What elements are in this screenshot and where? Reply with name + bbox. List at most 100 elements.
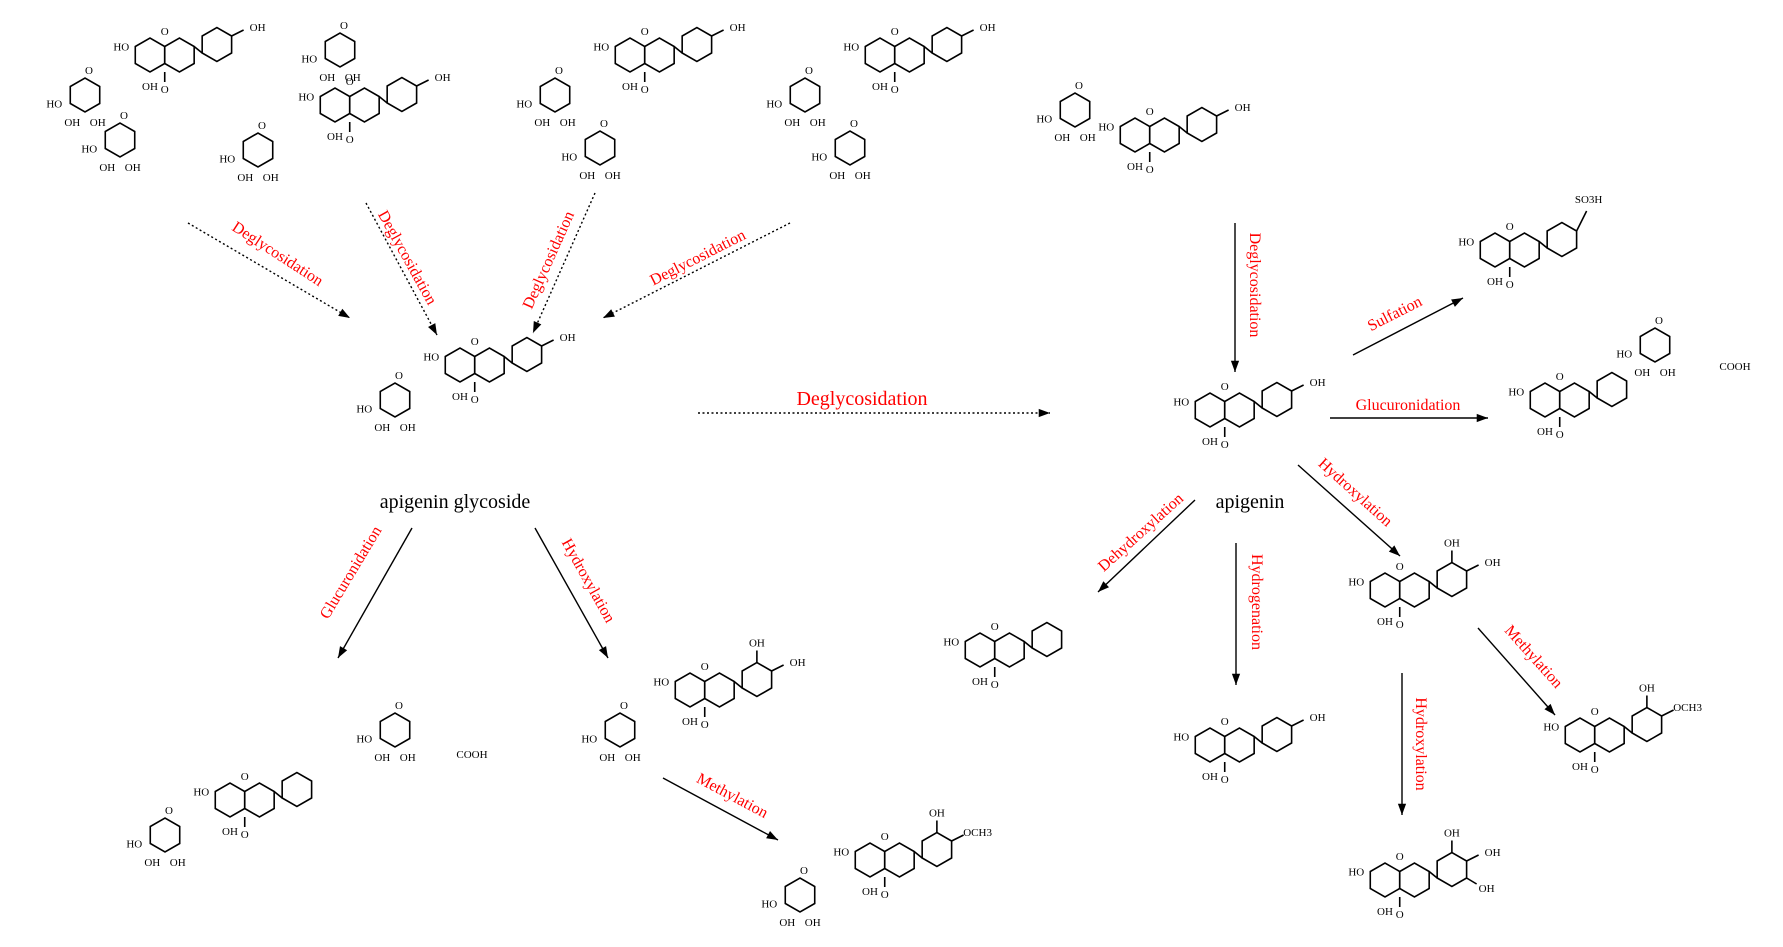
label-deglycosidation-main: Deglycosidation [796, 388, 927, 410]
ring-a [1194, 727, 1226, 763]
hydroxyl-label: OH [560, 332, 576, 344]
ketone-oxygen-label: O [1556, 429, 1564, 441]
ring-a [1564, 717, 1596, 753]
arrowhead [338, 308, 350, 318]
sugar-hydroxyl-label: HO [81, 144, 97, 156]
bond [1291, 384, 1304, 392]
sugar-hydroxyl-label: OH [625, 752, 641, 764]
hydroxyl-label: OH [452, 391, 468, 403]
ring-a [214, 782, 246, 818]
ring-oxygen-label: O [346, 76, 354, 88]
b-ring-bond [1428, 870, 1438, 879]
ring-oxygen-label: O [1591, 706, 1599, 718]
ring-oxygen-label: O [641, 26, 649, 38]
ring-a [854, 842, 886, 878]
sugar-ring [149, 817, 181, 853]
ketone-oxygen-label: O [1396, 619, 1404, 631]
ring-b [1436, 561, 1468, 598]
label-hydroxylation-right: Hydroxylation [1315, 455, 1396, 530]
ring-b [281, 771, 313, 808]
hydroxyl-label: OH [862, 886, 878, 898]
ring-b [1436, 851, 1468, 888]
sugar-oxygen-label: O [1655, 315, 1663, 327]
sugar-ring [1059, 92, 1091, 128]
sugar-hydroxyl-label: HO [581, 734, 597, 746]
hydroxyl-label: HO [593, 42, 609, 54]
sugar-hydroxyl-label: OH [779, 917, 795, 929]
b-ring-bond [1588, 390, 1598, 399]
sugar-hydroxyl-label: OH [319, 72, 335, 84]
sugar-oxygen-label: O [395, 370, 403, 382]
sugar-oxygen-label: O [805, 65, 813, 77]
sugar-hydroxyl-label: HO [761, 899, 777, 911]
b-ring-bond [1023, 640, 1033, 649]
ketone-oxygen-label: O [471, 394, 479, 406]
arrowhead [766, 831, 778, 840]
sugar-hydroxyl-label: OH [1660, 367, 1676, 379]
b-ring-bond [923, 45, 933, 54]
hydroxyl-label: OH [1572, 761, 1588, 773]
arrowhead [1038, 408, 1050, 418]
sugar-hydroxyl-label: OH [534, 117, 550, 129]
sugar-hydroxyl-label: HO [219, 154, 235, 166]
hydroxyl-label: OH [1444, 538, 1460, 550]
hydroxyl-label: HO [843, 42, 859, 54]
sugar-hydroxyl-label: OH [400, 422, 416, 434]
arrowhead [603, 309, 615, 318]
ring-b [511, 336, 543, 373]
ring-a [1529, 382, 1561, 418]
arrow-hydroxylation-right [1297, 464, 1401, 557]
sugar-oxygen-label: O [120, 110, 128, 122]
bond [1661, 709, 1674, 717]
hydroxyl-label: HO [653, 677, 669, 689]
sugar-hydroxyl-label: OH [810, 117, 826, 129]
sugar-hydroxyl-label: HO [811, 152, 827, 164]
ring-c [163, 37, 195, 73]
hydroxyl-label: OH [1202, 771, 1218, 783]
hydroxyl-label: OCH3 [963, 827, 992, 839]
sugar-oxygen-label: O [850, 118, 858, 130]
ring-oxygen-label: O [241, 771, 249, 783]
ring-a [319, 87, 351, 123]
ring-a [134, 37, 166, 73]
ketone-oxygen-label: O [241, 829, 249, 841]
b-ring-bond [1253, 735, 1263, 744]
ring-b [741, 661, 773, 698]
ketone-oxygen-label: O [1221, 439, 1229, 451]
bond [951, 834, 964, 842]
b-ring-bond [1623, 725, 1633, 734]
sugar-hydroxyl-label: OH [144, 857, 160, 869]
ketone-oxygen-label: O [891, 84, 899, 96]
sugar-hydroxyl-label: OH [345, 72, 361, 84]
sugar-ring [834, 130, 866, 166]
label-glucuronidation-right: Glucuronidation [1356, 397, 1461, 414]
hydroxyl-label: HO [1543, 722, 1559, 734]
label-deglycosidation-1: Deglycosidation [229, 219, 326, 290]
bond [711, 29, 724, 37]
b-ring-bond [1538, 240, 1548, 249]
hydroxyl-label: OH [980, 22, 996, 34]
ring-c [1223, 392, 1255, 428]
ketone-oxygen-label: O [346, 134, 354, 146]
ring-oxygen-label: O [1506, 221, 1514, 233]
sulfate-label: SO3H [1575, 194, 1603, 206]
hydroxyl-label: OH [682, 716, 698, 728]
ring-c [1223, 727, 1255, 763]
hydroxyl-label: HO [1458, 237, 1474, 249]
ketone-oxygen-label: O [1506, 279, 1514, 291]
sugar-hydroxyl-label: OH [855, 170, 871, 182]
ring-oxygen-label: O [1146, 106, 1154, 118]
sugar-hydroxyl-label: HO [561, 152, 577, 164]
sugar-hydroxyl-label: OH [64, 117, 80, 129]
sugar-hydroxyl-label: OH [125, 162, 141, 174]
arrow-methylation-left [662, 777, 779, 841]
sugar-hydroxyl-label: OH [579, 170, 595, 182]
ring-a [614, 37, 646, 73]
ring-b [201, 26, 233, 63]
ring-oxygen-label: O [891, 26, 899, 38]
sugar-hydroxyl-label: OH [99, 162, 115, 174]
ring-b [1031, 621, 1063, 658]
ketone-oxygen-label: O [1221, 774, 1229, 786]
ring-oxygen-label: O [471, 336, 479, 348]
